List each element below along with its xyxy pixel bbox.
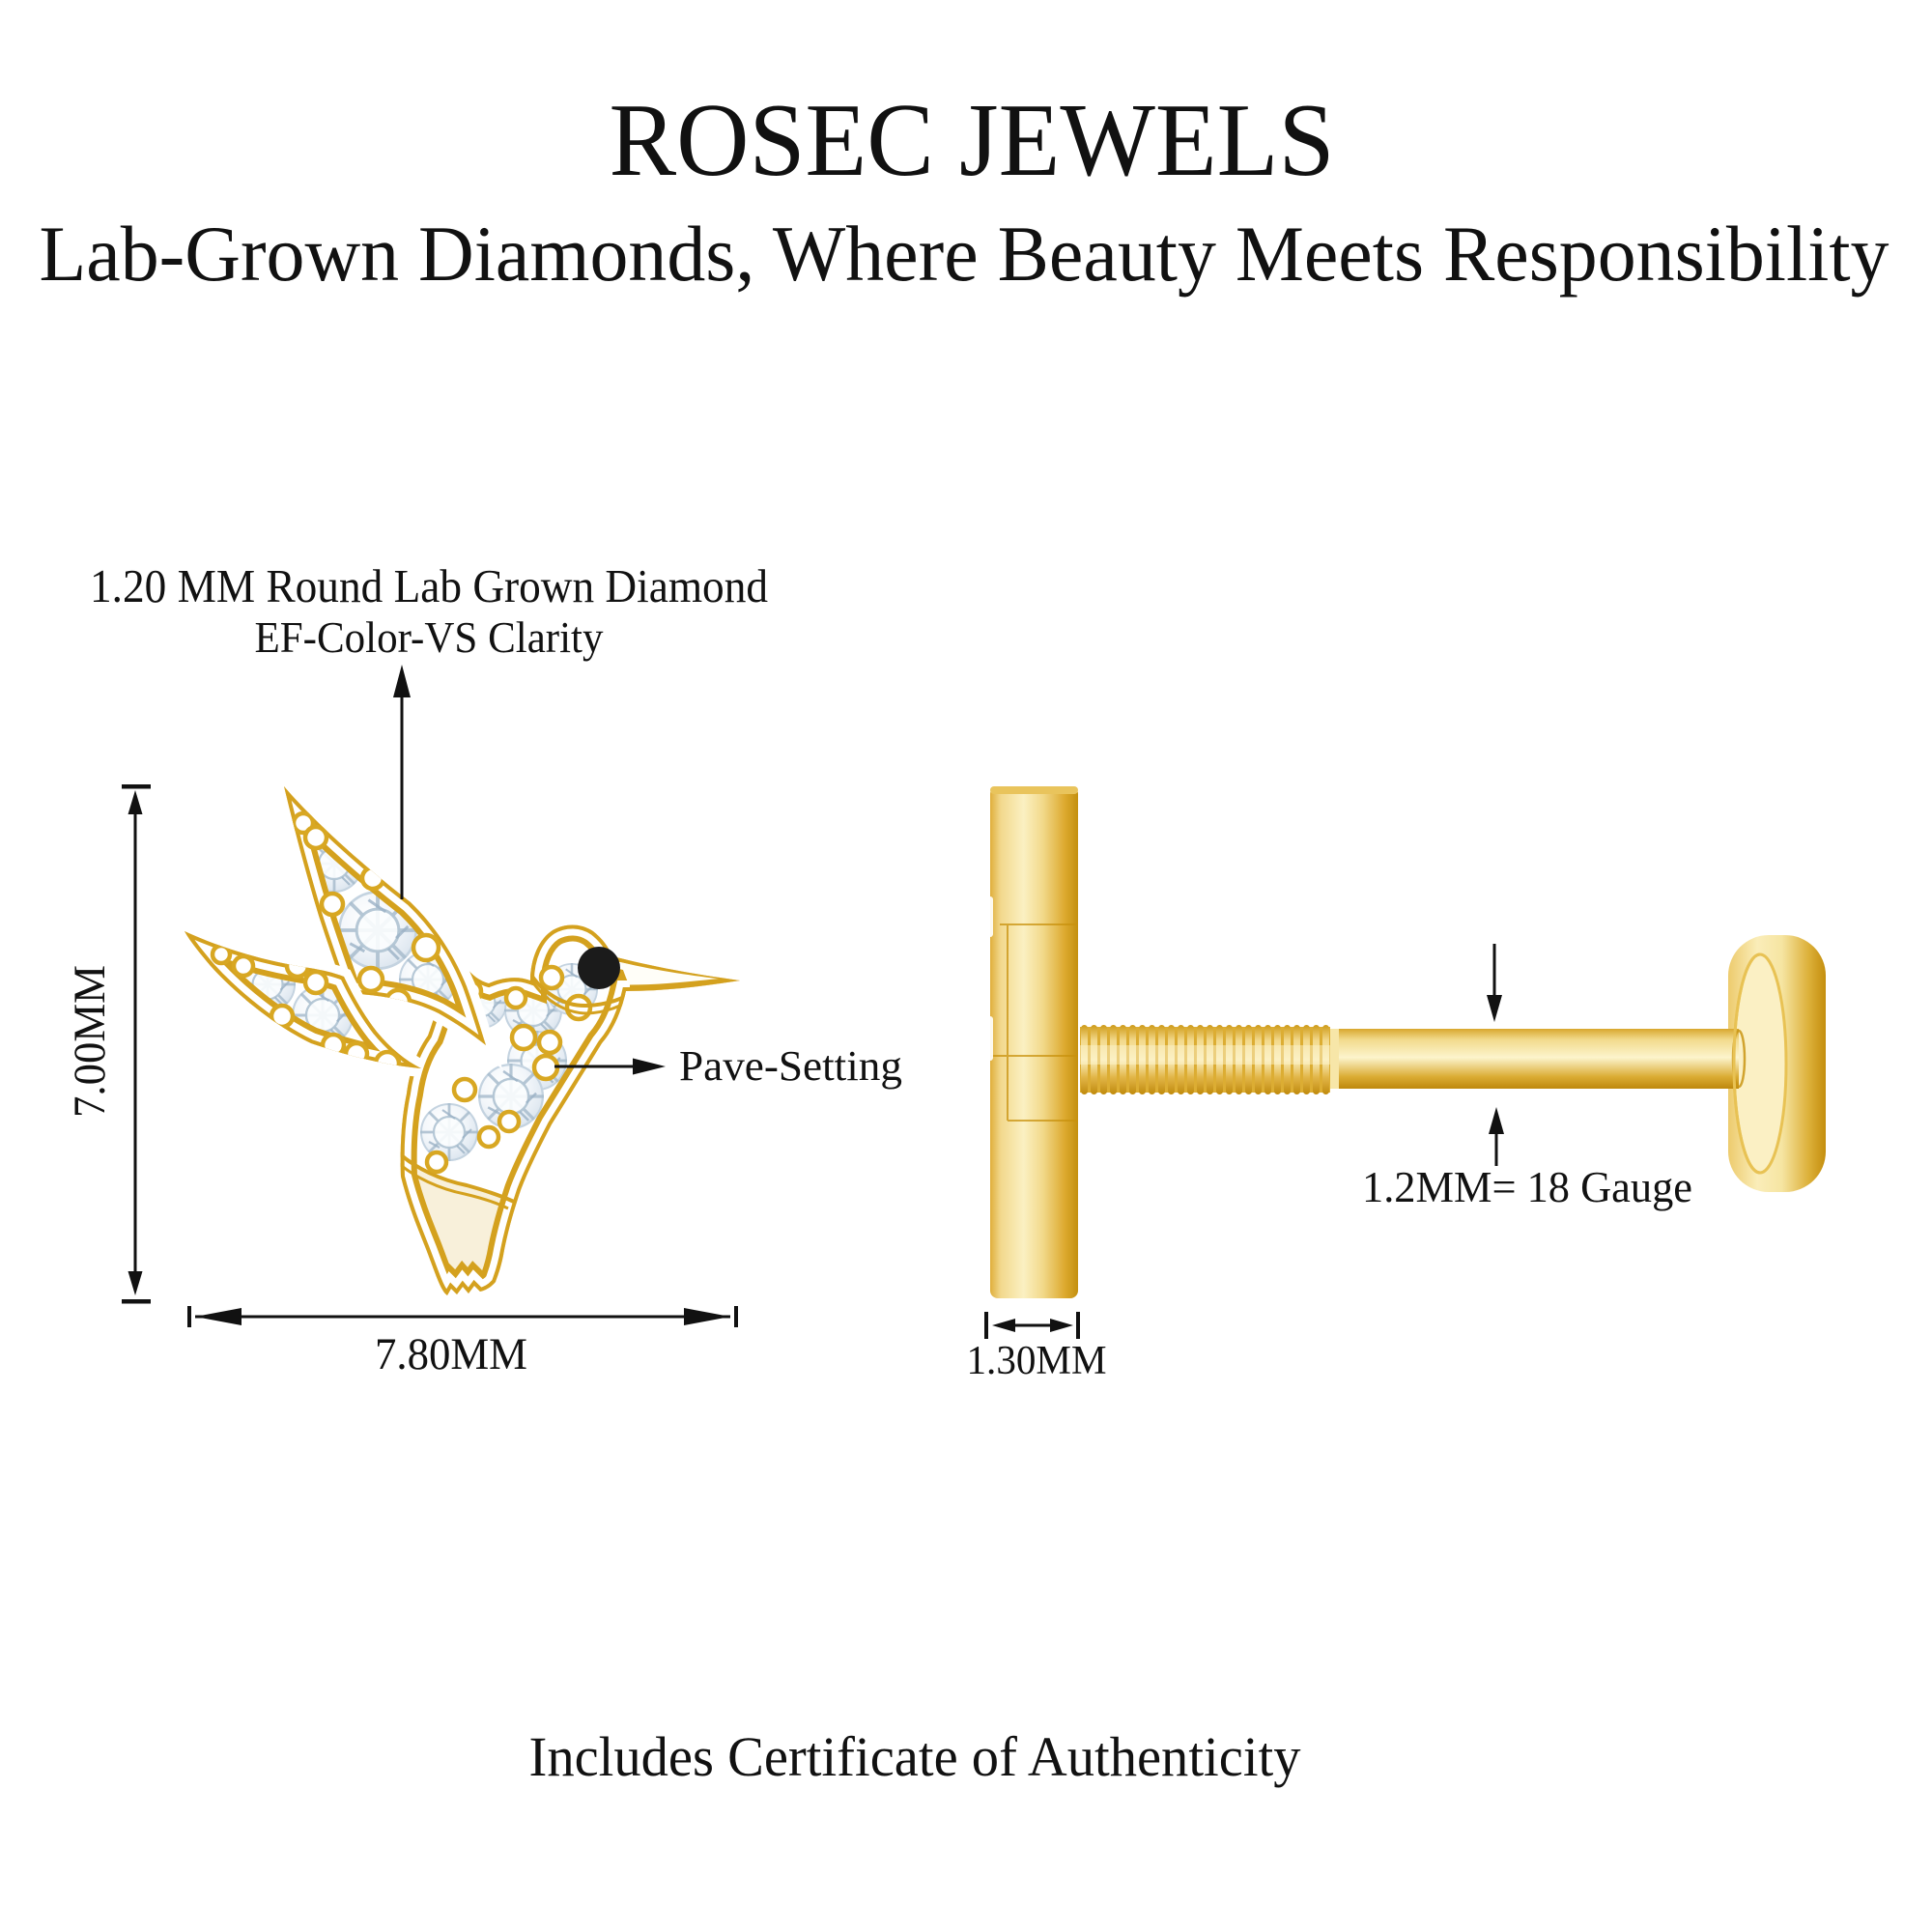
svg-text:1.20 MM Round Lab Grown Diamon: 1.20 MM Round Lab Grown Diamond xyxy=(90,559,768,612)
svg-text:7.00MM: 7.00MM xyxy=(65,965,115,1118)
svg-text:EF-Color-VS Clarity: EF-Color-VS Clarity xyxy=(255,612,604,662)
svg-text:1.30MM: 1.30MM xyxy=(967,1339,1107,1383)
svg-text:7.80MM: 7.80MM xyxy=(375,1329,527,1379)
svg-text:Pave-Setting: Pave-Setting xyxy=(679,1042,902,1090)
svg-text:1.2MM= 18 Gauge: 1.2MM= 18 Gauge xyxy=(1362,1162,1692,1211)
svg-text:Includes Certificate of Authen: Includes Certificate of Authenticity xyxy=(529,1725,1301,1788)
svg-text:Lab-Grown Diamonds, Where Beau: Lab-Grown Diamonds, Where Beauty Meets R… xyxy=(40,210,1889,298)
svg-text:ROSEC JEWELS: ROSEC JEWELS xyxy=(610,83,1335,198)
